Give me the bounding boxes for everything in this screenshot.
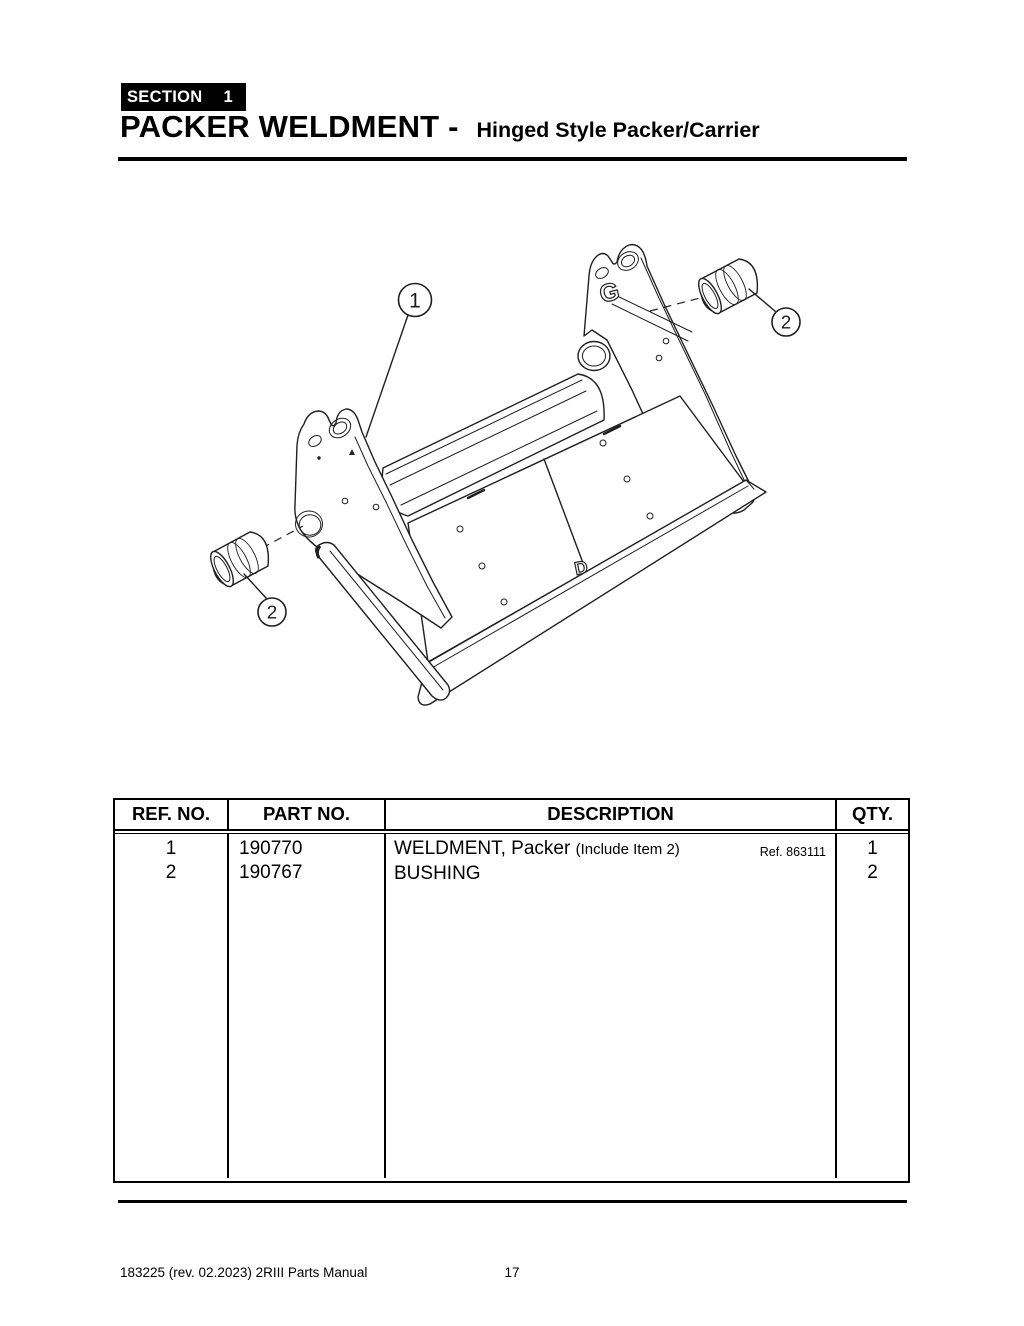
parts-table: REF. NO. PART NO. DESCRIPTION QTY. 1 2 1… — [113, 798, 910, 1183]
bushing-bottom-left — [210, 531, 270, 588]
panel-divider — [543, 458, 587, 572]
callout-2-right: 2 — [748, 288, 801, 337]
column-qty: 1 2 — [837, 834, 908, 1178]
section-badge: SECTION 1 — [121, 83, 246, 111]
left-plate-small-hole — [308, 434, 322, 448]
description-note: (Include Item 2) — [575, 841, 680, 858]
part-no-value: 190767 — [239, 862, 303, 883]
assembly-line-left — [261, 525, 304, 549]
page-title-sub: Hinged Style Packer/Carrier — [476, 118, 760, 142]
qty-value: 1 — [867, 838, 878, 859]
front-rail — [417, 479, 767, 706]
callout-1: 1 — [365, 282, 433, 438]
page-title: PACKER WELDMENT - Hinged Style Packer/Ca… — [120, 109, 920, 145]
description-value: BUSHING — [394, 863, 481, 884]
header-divider — [118, 157, 907, 161]
page-title-main: PACKER WELDMENT - — [120, 109, 468, 144]
assembly-line-right — [649, 296, 705, 312]
header-qty: QTY. — [851, 803, 894, 824]
column-part-no: 190770 190767 — [229, 834, 386, 1178]
section-label: SECTION — [127, 87, 203, 106]
ref-no-value: 1 — [165, 838, 177, 859]
column-ref-no: 1 2 — [115, 834, 229, 1178]
bottom-tray: D — [407, 395, 767, 706]
parts-table-body: 1 2 190770 190767 WELDMENT, Packer (Incl… — [115, 833, 908, 1178]
right-plate-pivot-hole — [617, 251, 639, 271]
column-description: WELDMENT, Packer (Include Item 2) BUSHIN… — [386, 834, 837, 1178]
ref-no-value: 2 — [165, 862, 177, 883]
footer-divider — [118, 1200, 907, 1203]
right-plate-small-hole — [595, 267, 609, 279]
left-plate-pivot-hole — [328, 417, 352, 439]
part-no-value: 190770 — [239, 838, 303, 859]
bushing-top-right — [698, 258, 759, 315]
stencil-g-mark: G — [597, 277, 623, 309]
section-number: 1 — [223, 87, 233, 106]
hinge-bracket — [315, 541, 451, 701]
left-side-plate — [294, 408, 453, 629]
description-ref-number: Ref. 863111 — [759, 845, 826, 859]
callout-2-left-number: 2 — [267, 602, 277, 623]
callout-2-left: 2 — [243, 573, 287, 627]
header-description: DESCRIPTION — [386, 800, 837, 829]
callout-1-number: 1 — [409, 290, 421, 313]
header-part-no: PART NO. — [229, 800, 386, 829]
parts-diagram: G D — [210, 243, 801, 706]
callout-2-right-number: 2 — [781, 312, 791, 333]
bushing-bore-hole — [295, 510, 323, 538]
description-value: WELDMENT, Packer (Include Item 2) — [394, 838, 680, 859]
header-ref-no: REF. NO. — [115, 800, 229, 829]
qty-value: 2 — [867, 862, 878, 883]
parts-table-header: REF. NO. PART NO. DESCRIPTION QTY. — [115, 800, 908, 831]
document-info: 183225 (rev. 02.2023) 2RIII Parts Manual — [120, 1265, 368, 1280]
page-number: 17 — [504, 1265, 520, 1280]
